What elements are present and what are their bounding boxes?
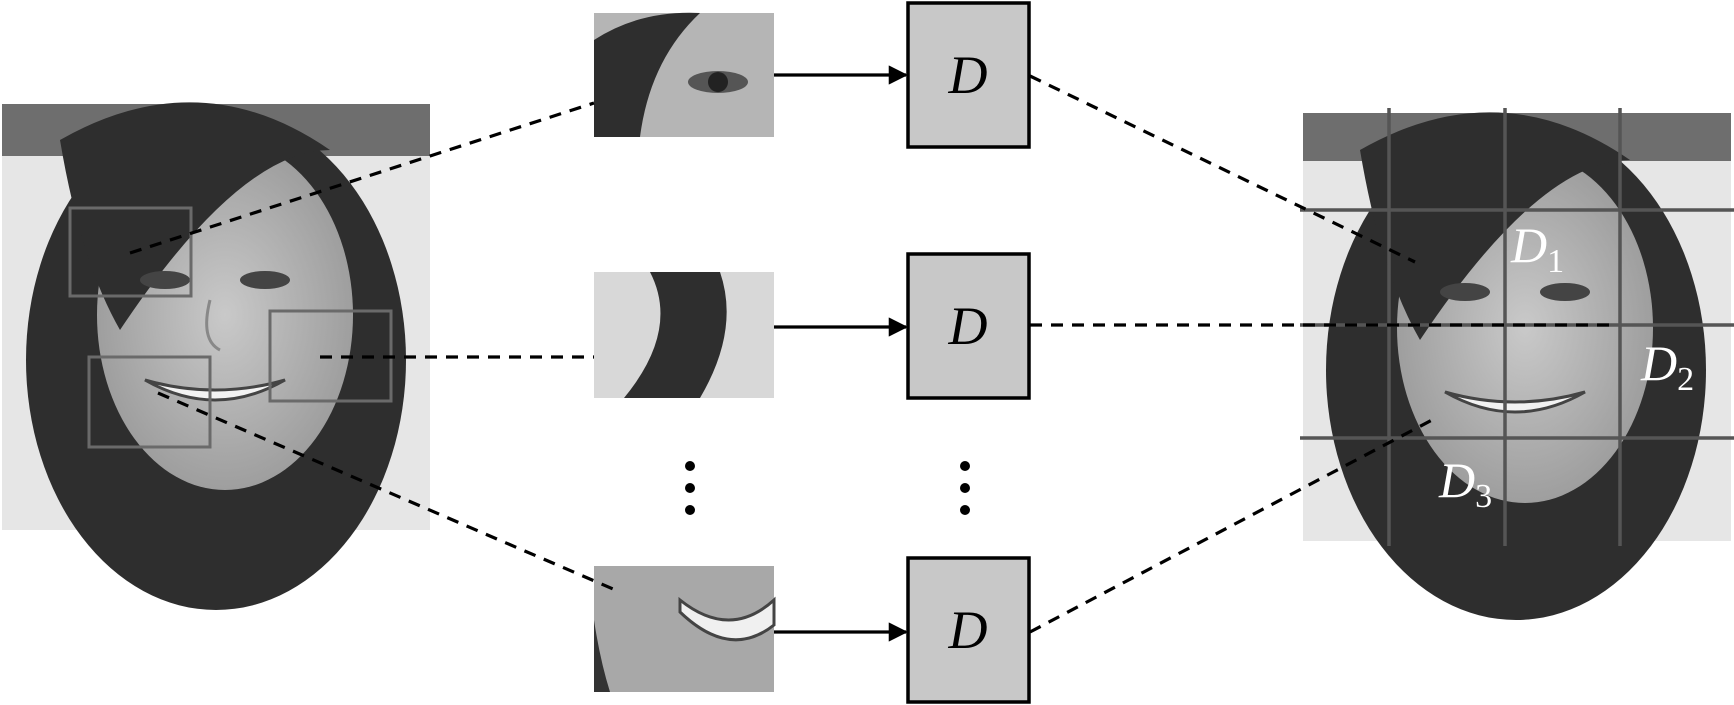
patch-crop-hair xyxy=(594,272,774,398)
region-label-1-main: D xyxy=(1510,217,1547,273)
discriminator-box-1: D xyxy=(906,1,1031,149)
patch-crop-eye xyxy=(594,12,774,137)
connector-d1-right xyxy=(1029,74,1416,264)
discriminator-label-1: D xyxy=(948,45,988,105)
discriminator-label-3: D xyxy=(948,600,988,660)
connector-d3-right xyxy=(1029,418,1433,634)
discriminator-label-2: D xyxy=(948,296,988,356)
discriminator-box-3: D xyxy=(906,556,1031,704)
region-label-2-main: D xyxy=(1640,335,1677,391)
region-label-3-main: D xyxy=(1438,452,1475,508)
vertical-ellipsis-icon xyxy=(685,461,695,515)
region-label-2-sub: 2 xyxy=(1677,361,1694,398)
vertical-ellipsis-icon xyxy=(960,461,970,515)
discriminator-box-2: D xyxy=(906,252,1031,400)
region-label-1: D1 xyxy=(1510,217,1564,280)
roi-box-mouth xyxy=(87,355,212,449)
region-label-1-sub: 1 xyxy=(1547,243,1564,280)
region-label-3-sub: 3 xyxy=(1475,478,1492,515)
input-face-image xyxy=(2,102,430,610)
output-face-image xyxy=(1303,112,1731,620)
patch-crop-mouth xyxy=(594,566,776,692)
roi-box-eye xyxy=(68,206,193,298)
connector-eye-left xyxy=(129,101,595,255)
region-label-2: D2 xyxy=(1640,335,1694,398)
region-label-3: D3 xyxy=(1438,452,1492,515)
